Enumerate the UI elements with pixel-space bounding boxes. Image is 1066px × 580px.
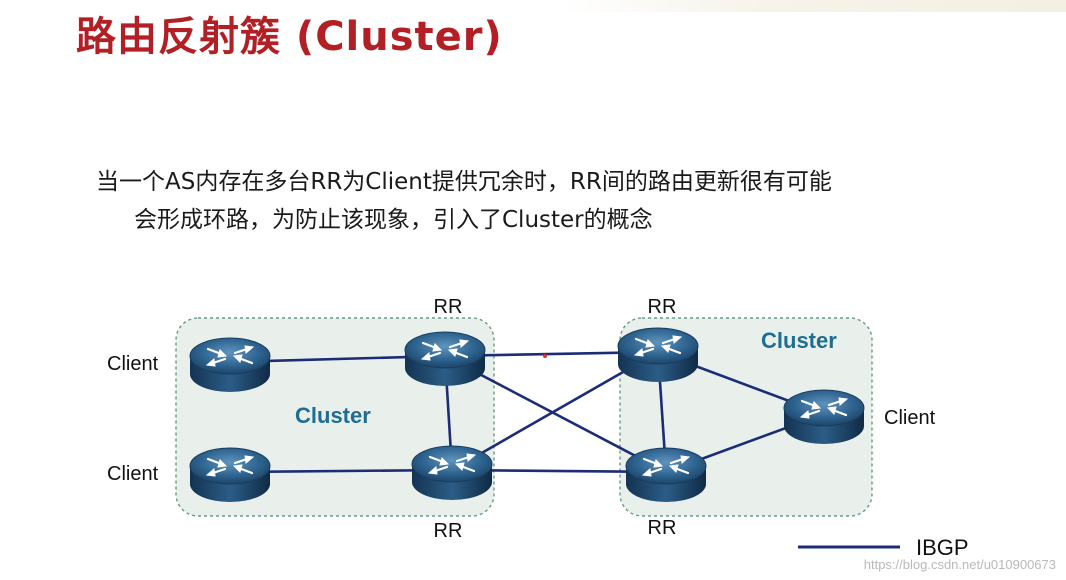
router-label-rr1: RR: [434, 296, 463, 318]
router-label-c2: Client: [107, 463, 159, 485]
body-line-1: 当一个AS内存在多台RR为Client提供冗余时，RR间的路由更新很有可能: [96, 169, 832, 195]
router-label-rr3: RR: [648, 296, 677, 318]
watermark-text: https://blog.csdn.net/u010900673: [863, 557, 1056, 572]
rr-router-icon-rr1: [403, 330, 487, 388]
ibgp-link-rr1-rr4: [444, 354, 667, 474]
cluster-label-left: Cluster: [295, 403, 371, 428]
router-label-rr4: RR: [648, 517, 677, 539]
rr-router-icon-rr2: [410, 444, 494, 502]
router-label-c1: Client: [107, 353, 159, 375]
slide-body-text: 当一个AS内存在多台RR为Client提供冗余时，RR间的路由更新很有可能 会形…: [96, 163, 996, 239]
red-dot-marker: [543, 354, 547, 358]
slide-title: 路由反射簇 (Cluster): [76, 14, 503, 60]
legend-ibgp-label: IBGP: [916, 535, 969, 560]
client-router-icon-c3: [782, 388, 866, 446]
cluster-label-right: Cluster: [761, 328, 837, 353]
client-router-icon-c1: [188, 336, 272, 394]
client-router-icon-c2: [188, 446, 272, 504]
rr-router-icon-rr3: [616, 326, 700, 384]
router-label-rr2: RR: [434, 520, 463, 542]
router-label-c3: Client: [884, 407, 936, 429]
top-decor-band: [560, 0, 1066, 12]
rr-router-icon-rr4: [624, 446, 708, 504]
body-line-2: 会形成环路，为防止该现象，引入了Cluster的概念: [134, 207, 653, 233]
